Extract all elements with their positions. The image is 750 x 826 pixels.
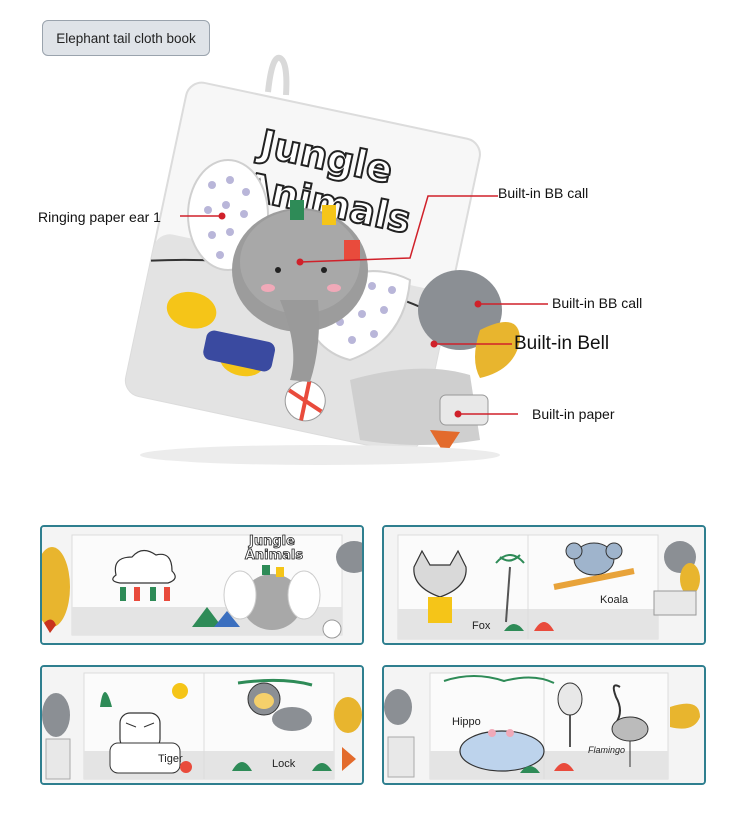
callout-ringing-paper-ear: Ringing paper ear 1 xyxy=(38,209,161,225)
product-tag-label: Elephant tail cloth book xyxy=(56,30,196,46)
thumb-label-hippo: Hippo xyxy=(452,716,481,728)
product-tag: Elephant tail cloth book xyxy=(42,20,210,56)
callout-bb-call-1: Built-in BB call xyxy=(498,185,589,201)
thumb-label-flamingo: Flamingo xyxy=(588,745,625,755)
thumb-label-fox: Fox xyxy=(472,620,491,632)
thumbnail-fox-koala: Fox Koala xyxy=(382,525,706,645)
thumb-title-line1: Jungle xyxy=(248,534,295,549)
thumb-title-line2: Animals xyxy=(245,548,304,563)
callout-bb-call-2: Built-in BB call xyxy=(552,295,643,311)
callout-built-in-paper: Built-in paper xyxy=(532,406,615,422)
product-image: Jungle Animals xyxy=(124,54,548,465)
thumbnail-tiger-lock: Tiger Lock xyxy=(40,665,364,785)
thumbnail-jungle-animals: Jungle Animals xyxy=(40,525,364,645)
thumbnail-hippo-flamingo: Hippo Flamingo xyxy=(382,665,706,785)
callout-built-in-bell: Built-in Bell xyxy=(514,333,610,354)
thumb-label-koala: Koala xyxy=(600,594,629,606)
thumb-label-tiger: Tiger xyxy=(158,753,183,765)
thumb-label-lock: Lock xyxy=(272,758,296,770)
